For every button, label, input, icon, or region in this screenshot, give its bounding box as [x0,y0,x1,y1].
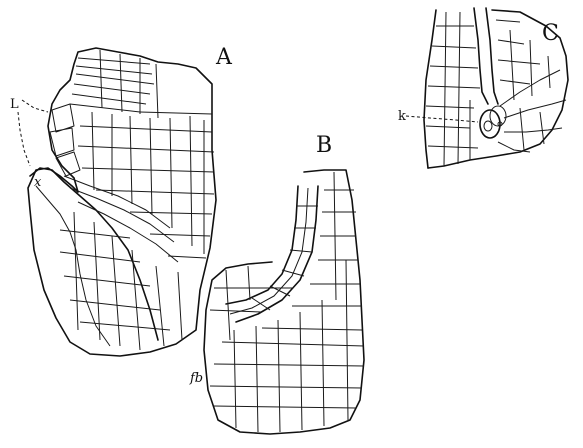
panel-b-drawing [204,170,364,434]
leader-line-L-lower [18,112,30,166]
leader-line-k [406,116,478,122]
label-x: x [34,175,42,190]
panel-label-a: A [215,45,233,70]
panel-a-drawing [28,48,216,356]
panel-label-b: B [316,133,332,158]
label-k: k [398,109,406,124]
label-fb: fb [189,371,203,386]
panel-label-c: C [542,21,559,46]
label-l: L [10,97,19,112]
leader-line-L [22,100,48,112]
